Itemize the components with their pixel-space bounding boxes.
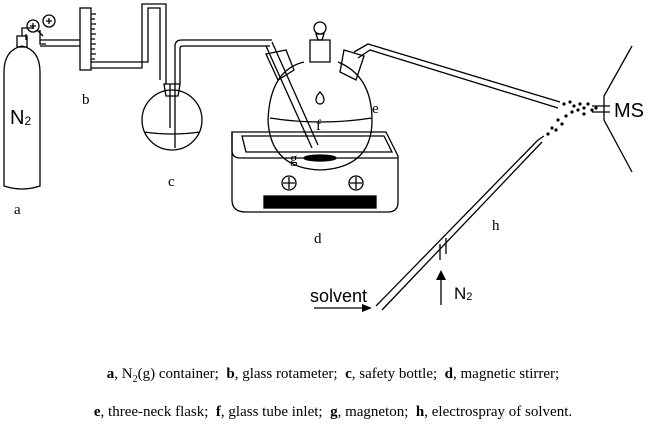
figure-caption: a, N2(g) container; b, glass rotameter; … bbox=[0, 358, 666, 429]
ms-label: MS bbox=[614, 100, 644, 122]
caption-text: , N bbox=[114, 366, 133, 382]
caption-text: , magnetic stirrer; bbox=[453, 366, 560, 382]
caption-key-f: f bbox=[215, 404, 221, 420]
caption-key-g: g bbox=[330, 404, 338, 420]
mass-spectrometer-inlet bbox=[592, 45, 633, 173]
label-c: c bbox=[168, 174, 175, 190]
stirrer-knob bbox=[348, 175, 364, 191]
n2-sheath-label: N2 bbox=[454, 284, 472, 303]
caption-key-a: a bbox=[106, 366, 115, 382]
pressure-gauge-icon bbox=[26, 19, 40, 33]
caption-text: (g) container; bbox=[137, 366, 227, 382]
caption-text: , glass rotameter; bbox=[234, 366, 346, 382]
caption-text: , magneton; bbox=[337, 404, 416, 420]
caption-text: , three-neck flask; bbox=[100, 404, 216, 420]
three-neck-flask bbox=[265, 21, 561, 171]
stirrer-knob bbox=[281, 175, 297, 191]
n2-cylinder bbox=[3, 14, 80, 190]
label-a: a bbox=[14, 202, 21, 218]
solvent-label: solvent bbox=[310, 286, 367, 306]
caption-text: , electrospray of solvent. bbox=[424, 404, 573, 420]
label-f: f bbox=[316, 118, 321, 134]
apparatus-diagram: N2 a b c d e f g h N2 solvent MS bbox=[3, 3, 644, 312]
n2-cylinder-label: N2 bbox=[10, 107, 31, 129]
label-d: d bbox=[314, 231, 322, 247]
label-g: g bbox=[290, 151, 298, 167]
electrospray-needle bbox=[314, 135, 545, 312]
pressure-gauge-icon bbox=[42, 14, 56, 28]
caption-line-1: a, N2(g) container; b, glass rotameter; … bbox=[0, 358, 666, 396]
caption-line-2: e, three-neck flask; f, glass tube inlet… bbox=[0, 396, 666, 429]
caption-text: , glass tube inlet; bbox=[220, 404, 331, 420]
caption-key-d: d bbox=[444, 366, 453, 382]
caption-key-c: c bbox=[345, 366, 352, 382]
caption-text: , safety bottle; bbox=[351, 366, 445, 382]
glass-rotameter bbox=[79, 3, 167, 84]
spray-droplets bbox=[546, 100, 598, 136]
drop-icon bbox=[315, 91, 325, 105]
label-h: h bbox=[492, 218, 500, 234]
caption-key-b: b bbox=[226, 366, 235, 382]
label-e: e bbox=[372, 101, 379, 117]
caption-key-h: h bbox=[415, 404, 425, 420]
label-b: b bbox=[82, 92, 90, 108]
caption-key-e: e bbox=[93, 404, 101, 420]
safety-bottle bbox=[141, 39, 272, 151]
magnetic-stirrer bbox=[231, 131, 399, 213]
caption-subscript: 2 bbox=[132, 374, 138, 385]
